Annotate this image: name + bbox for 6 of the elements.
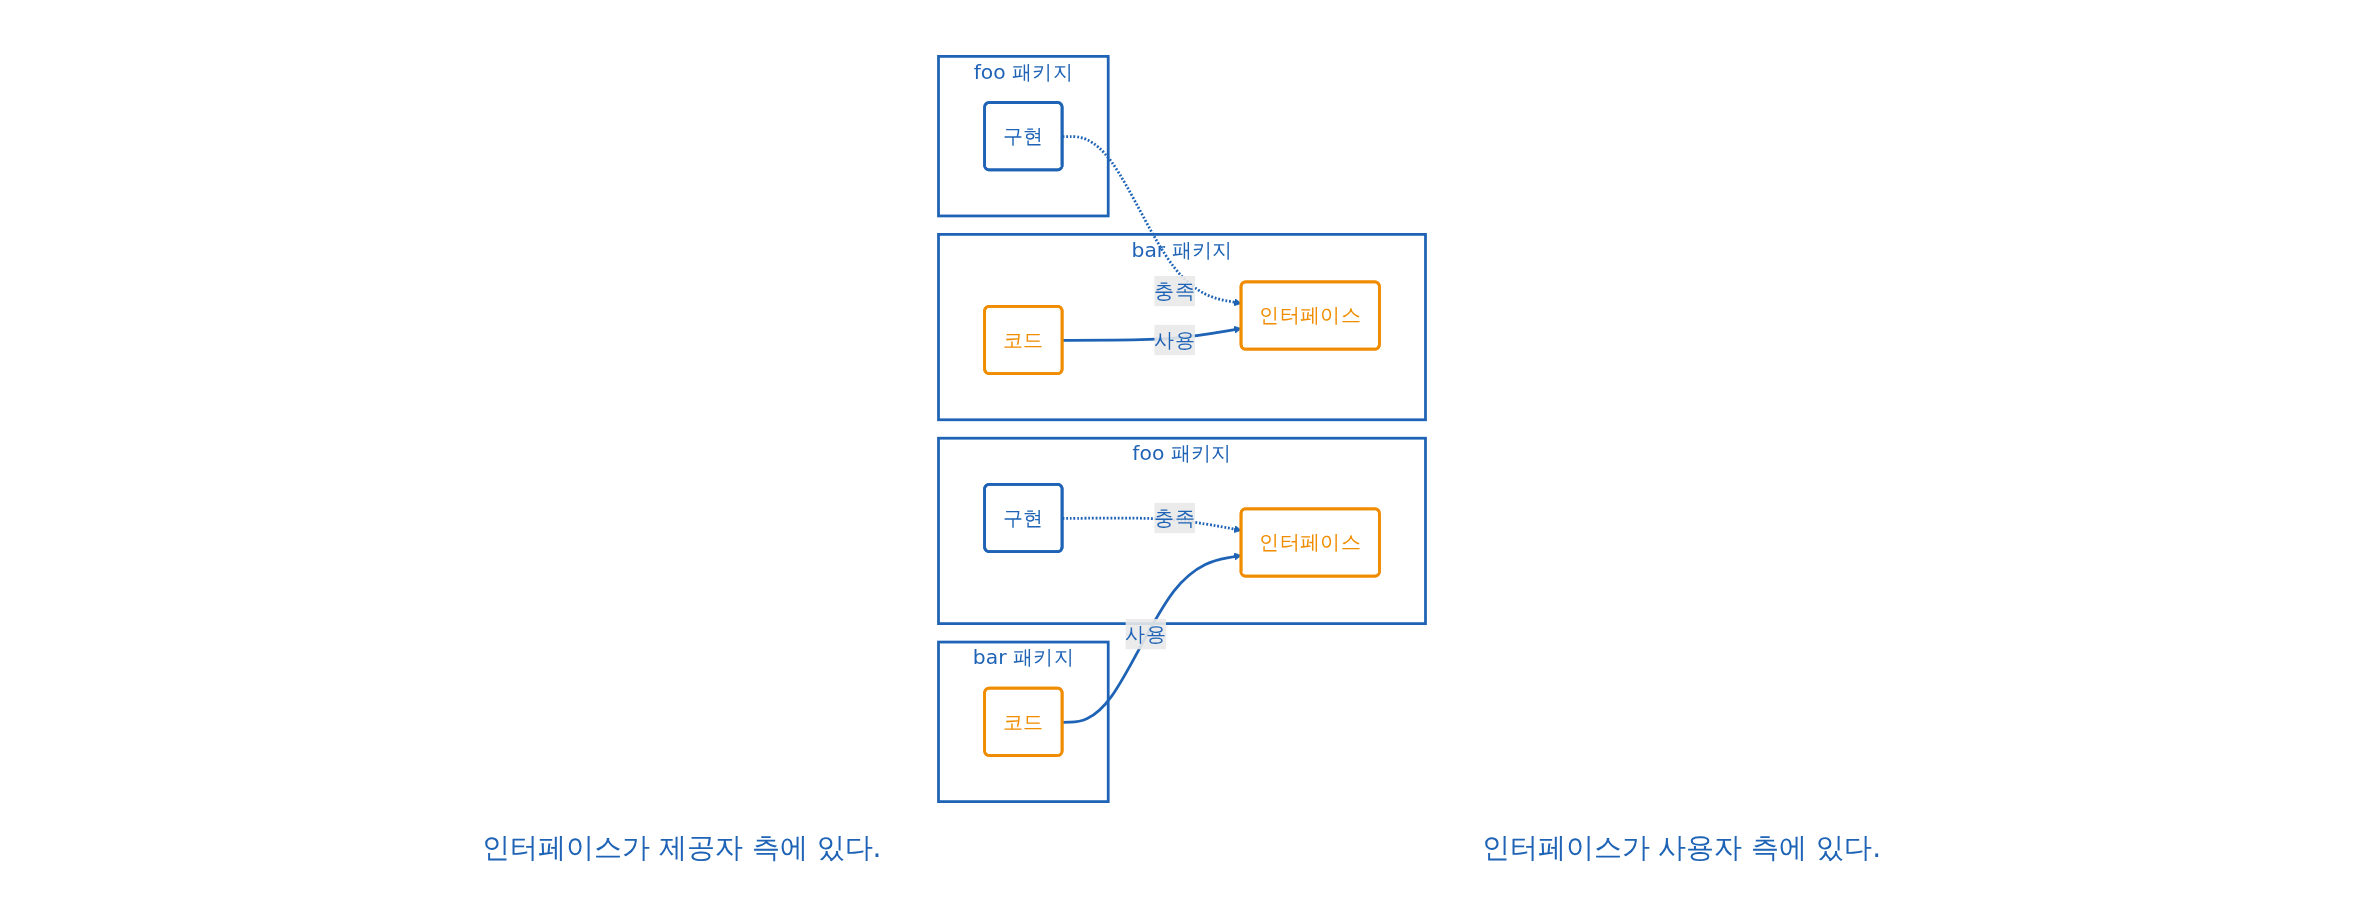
edge-label: 충족 — [1153, 279, 1195, 303]
note-text: 인터페이스가 사용자 측에 있다. — [1481, 829, 1882, 866]
edge-label: 충족 — [1153, 505, 1195, 530]
note-text: 인터페이스가 제공자 측에 있다. — [481, 829, 882, 866]
edge-label: 사용 — [1153, 327, 1195, 352]
edge-label: 사용 — [1125, 622, 1166, 646]
